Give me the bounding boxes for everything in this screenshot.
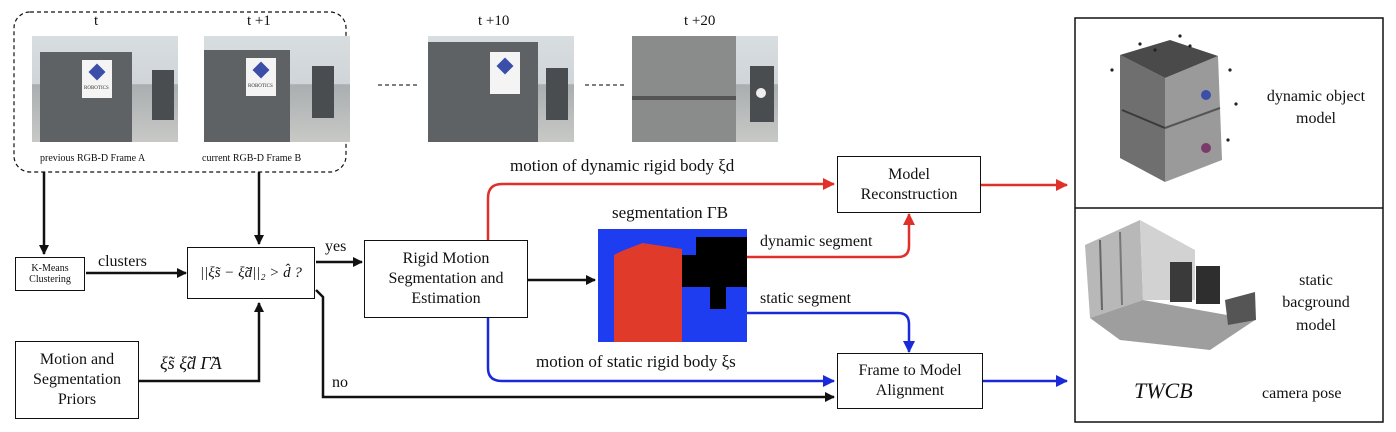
arrow-motion-dynamic — [486, 178, 835, 240]
clusters-label: clusters — [98, 253, 147, 270]
static-background-point-cloud — [1085, 220, 1256, 350]
threshold-condition-box: ||ξ̃s − ξ̃d||₂ > d̂ ? — [187, 247, 315, 299]
arrow-dynamic-segment — [747, 213, 915, 259]
frame-a-logo-text: ROBOTICS — [84, 86, 109, 91]
frame-thumbnail-t10 — [428, 36, 574, 142]
dynamic-segment-label: dynamic segment — [760, 233, 873, 250]
frame-time-t10: t +10 — [478, 13, 510, 29]
model-reconstruction-box: Model Reconstruction — [837, 156, 981, 213]
frame-a-caption: previous RGB-D Frame A — [40, 153, 146, 164]
frame-time-t1: t +1 — [247, 13, 271, 29]
frame-time-t20: t +20 — [684, 13, 716, 29]
motion-static-label: motion of static rigid body ξs — [536, 352, 736, 371]
rigid-motion-box: Rigid Motion Segmentation and Estimation — [364, 240, 528, 318]
static-segment-label: static segment — [760, 290, 852, 307]
arrow-static-segment — [747, 311, 915, 353]
frame-b-logo-text: ROBOTICS — [248, 84, 273, 89]
frame-time-t: t — [94, 13, 99, 29]
camera-pose-symbol: TWCB — [1134, 378, 1193, 403]
frame-thumbnail-t20 — [632, 36, 778, 142]
frame-b-caption: current RGB-D Frame B — [202, 153, 302, 164]
yes-label: yes — [325, 238, 347, 255]
arrow-no — [315, 289, 835, 402]
arrow-priors-to-condition — [139, 302, 264, 383]
dynamic-object-point-cloud — [1110, 34, 1238, 182]
priors-symbols-label: ξ̃s ξ̃d Γ̃A — [160, 353, 222, 373]
motion-dynamic-label: motion of dynamic rigid body ξd — [510, 156, 735, 175]
frame-thumbnail-a: ROBOTICS — [32, 36, 178, 142]
frame-thumbnail-b: ROBOTICS — [204, 36, 350, 142]
camera-pose-label: camera pose — [1262, 385, 1342, 402]
motion-segmentation-priors-box: Motion and Segmentation Priors — [15, 341, 139, 419]
no-label: no — [332, 374, 348, 391]
segmentation-image — [598, 229, 747, 342]
static-background-model-label: static bacground model — [1282, 272, 1350, 334]
dynamic-object-model-label: dynamic object model — [1266, 88, 1366, 128]
arrow-motion-static — [486, 318, 835, 387]
segmentation-label: segmentation ΓB — [612, 203, 729, 222]
frame-to-model-alignment-box: Frame to Model Alignment — [837, 353, 983, 409]
kmeans-clustering-box: K-Means Clustering — [15, 257, 85, 291]
